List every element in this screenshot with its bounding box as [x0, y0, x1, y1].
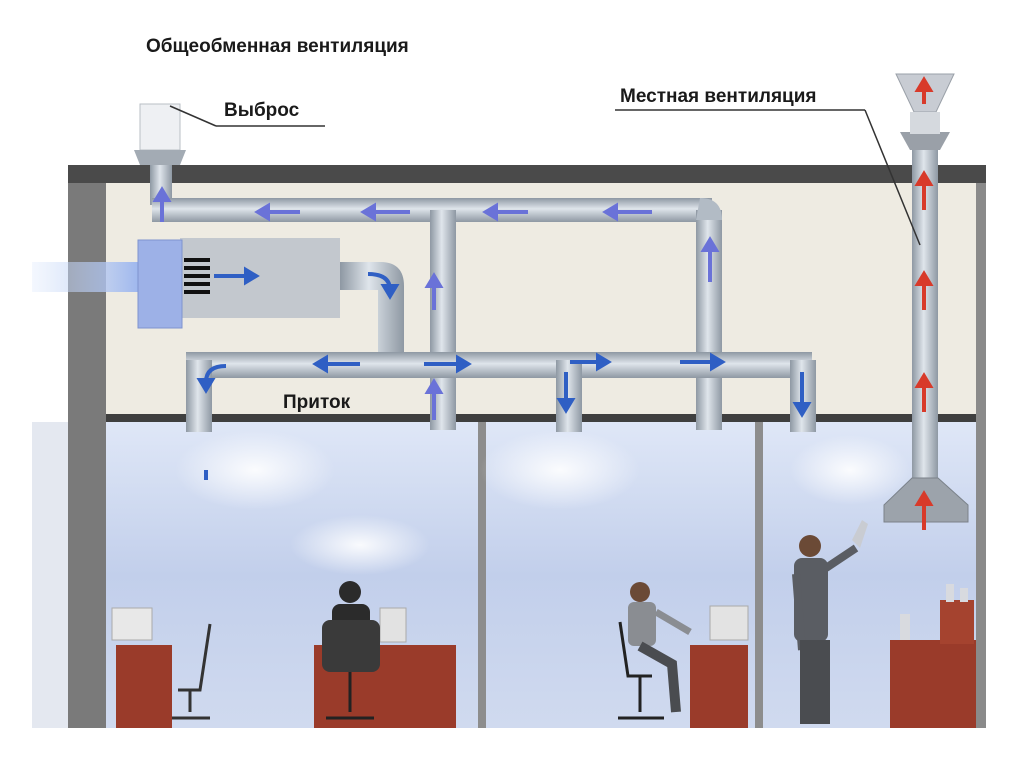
flask	[852, 520, 868, 548]
diagram-title: Общеобменная вентиляция	[146, 36, 409, 57]
right-wall	[976, 183, 986, 728]
exhaust-airflow-arrows	[152, 186, 720, 420]
arrow-left	[602, 202, 652, 222]
arrow-right	[214, 266, 260, 286]
lab-bench	[890, 584, 976, 728]
exhaust-duct-network	[152, 198, 722, 430]
filter-grille	[184, 258, 210, 294]
desk	[690, 645, 748, 728]
arrow-left	[482, 202, 528, 222]
roof-slab	[68, 165, 986, 183]
arrow-down-left	[196, 364, 227, 394]
air-handling-unit	[137, 238, 340, 329]
local-leader-line	[864, 109, 921, 246]
arrow-up	[914, 76, 934, 104]
local-airflow-arrows	[914, 76, 934, 530]
arrow-down	[792, 372, 812, 418]
standing-person	[792, 520, 868, 724]
arrow-right	[424, 354, 472, 374]
exhaust-chimney	[134, 103, 186, 205]
light-glow	[480, 430, 640, 510]
light-glow	[175, 430, 335, 510]
workstation-2	[314, 581, 456, 728]
office-chair	[172, 623, 212, 720]
arrow-up	[700, 236, 720, 282]
exhaust-label: Выброс	[224, 100, 300, 121]
arrow-up	[152, 186, 172, 222]
lab-workstation	[792, 520, 976, 728]
arrow-up	[914, 170, 934, 210]
arrow-right	[570, 352, 612, 372]
arrow-left	[312, 354, 360, 374]
arrow-left	[360, 202, 410, 222]
monitor	[379, 607, 407, 643]
monitor	[709, 605, 749, 641]
local-ventilation-label: Местная вентиляция	[620, 86, 817, 107]
light-glow	[290, 515, 430, 575]
office-chair	[618, 621, 664, 720]
arrow-left	[254, 202, 300, 222]
workstation-3	[618, 582, 749, 728]
office-chair	[322, 620, 380, 672]
arrow-up	[914, 372, 934, 412]
supply-airflow-arrows	[196, 266, 812, 480]
arrow-curve	[367, 272, 400, 300]
person	[628, 582, 692, 713]
supply-label: Приток	[283, 392, 351, 413]
arrow-up	[914, 270, 934, 310]
air-intake-stream	[32, 262, 140, 292]
workstation-1	[111, 607, 212, 728]
exhaust-leader-line	[169, 105, 217, 127]
light-glow	[790, 435, 910, 505]
arrow-right	[680, 352, 726, 372]
arrow-up	[424, 378, 444, 420]
monitor	[111, 607, 153, 641]
arrow-up	[424, 272, 444, 310]
partition-1	[478, 422, 486, 728]
floor-slab	[104, 414, 976, 422]
outside-glass	[32, 422, 68, 728]
desk	[116, 645, 172, 728]
partition-2	[755, 422, 763, 728]
arrow-down	[556, 372, 576, 414]
arrow-up	[914, 490, 934, 530]
